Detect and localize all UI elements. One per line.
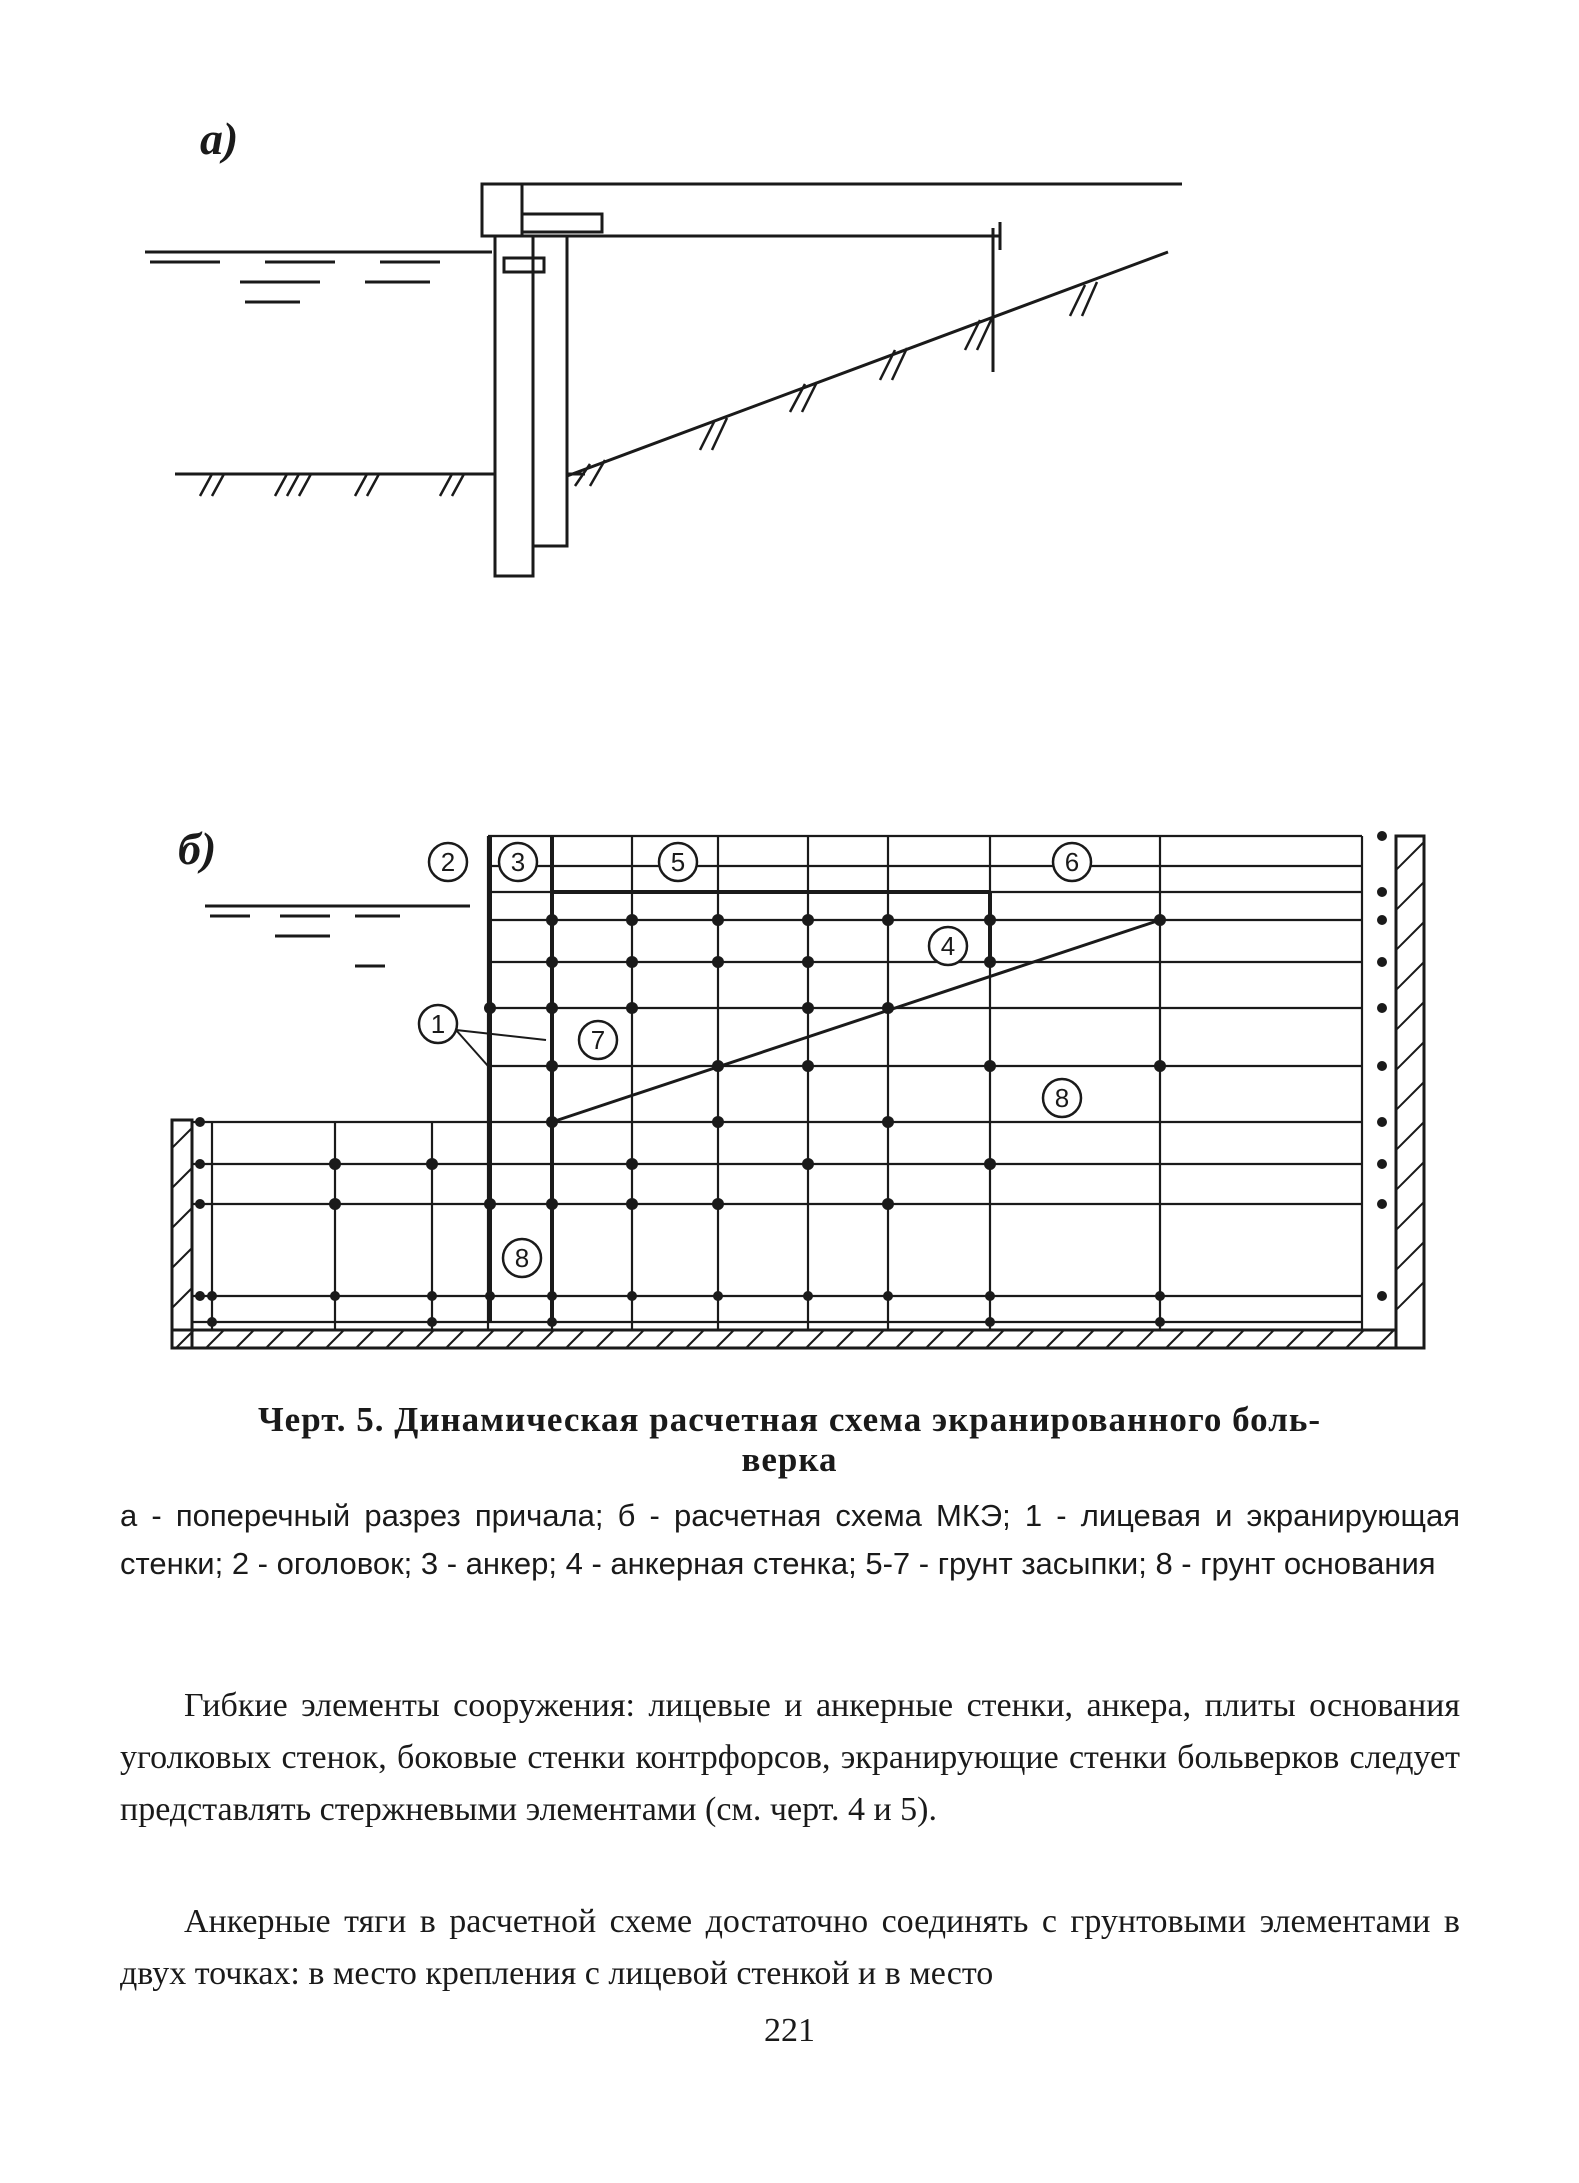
- wall-cap: [480, 182, 524, 238]
- label-circle-8a: [1041, 1077, 1083, 1119]
- label-circle-1: [417, 1003, 459, 1045]
- node-label-8a: 8: [1055, 1083, 1069, 1113]
- node-label-4: 4: [941, 931, 955, 961]
- figure-caption-title: Черт. 5. Динамическая расчетная схема эк…: [0, 1400, 1579, 1480]
- body-paragraph-2: Анкерные тяги в расчетной схеме достаточ…: [120, 1903, 1460, 1992]
- node-label-6: 6: [1065, 847, 1079, 877]
- label-circle-4: [927, 925, 969, 967]
- screen-wall: [531, 234, 569, 548]
- node-label-1: 1: [431, 1009, 445, 1039]
- label-circle-8b: [501, 1237, 543, 1279]
- caption-title-line2: верка: [741, 1440, 838, 1479]
- boundary-hatching: [171, 841, 1425, 1349]
- node-label-7: 7: [591, 1025, 605, 1055]
- node-label-5: 5: [671, 847, 685, 877]
- label-circle-2: [427, 841, 469, 883]
- page-number: 221: [764, 2012, 815, 2049]
- node-label-3: 3: [511, 847, 525, 877]
- body-paragraph-1: Гибкие элементы сооружения: лицевые и ан…: [120, 1687, 1460, 1828]
- label-circle-6: [1051, 841, 1093, 883]
- slope-boundary: [551, 918, 1161, 1124]
- label-circle-5: [657, 841, 699, 883]
- mesh-nodes: [195, 831, 1387, 1327]
- face-wall: [493, 234, 535, 578]
- caption-title-line1: Черт. 5. Динамическая расчетная схема эк…: [257, 1400, 1322, 1439]
- slope-line: [566, 250, 1169, 478]
- node-label-2: 2: [441, 847, 455, 877]
- panel-b-label: б): [178, 823, 217, 874]
- panel-a-label: а): [200, 113, 239, 164]
- label-circle-7: [577, 1019, 619, 1061]
- figure-caption-description: а - поперечный разрез причала; б - расче…: [120, 1498, 1460, 1581]
- anchor-bar: [520, 212, 604, 234]
- node-label-8b: 8: [515, 1243, 529, 1273]
- label-circle-3: [497, 841, 539, 883]
